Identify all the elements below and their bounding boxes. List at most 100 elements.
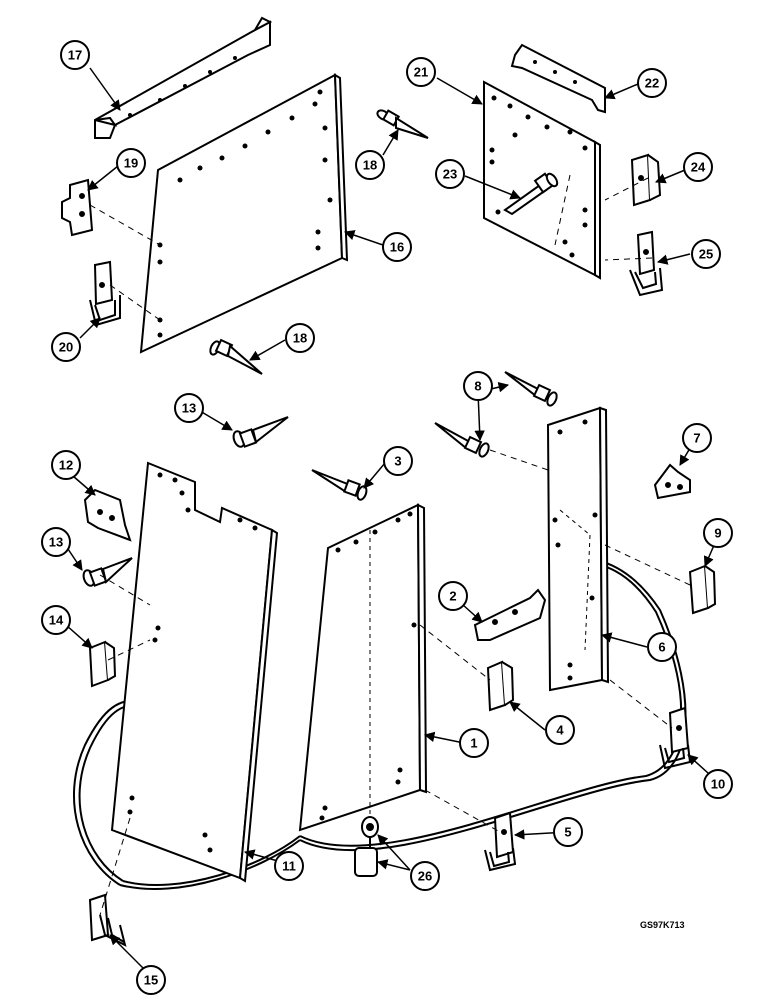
latch-20 bbox=[89, 260, 121, 327]
panel-6 bbox=[546, 406, 610, 692]
latch-5 bbox=[484, 811, 517, 872]
clip-9 bbox=[688, 564, 717, 615]
pin-3 bbox=[311, 469, 368, 501]
panel-16-holes bbox=[157, 89, 333, 338]
callout-label: 17 bbox=[68, 48, 82, 63]
panel-16 bbox=[139, 73, 349, 354]
callout-label: 26 bbox=[418, 869, 432, 884]
callout-label: 22 bbox=[645, 76, 659, 91]
bracket-7 bbox=[653, 463, 691, 500]
callout-label: 11 bbox=[282, 859, 296, 874]
callout-7: 7 bbox=[682, 423, 712, 453]
callout-label: 12 bbox=[59, 458, 73, 473]
clip-14 bbox=[88, 640, 117, 688]
callout-circle bbox=[51, 450, 81, 480]
callout-6: 6 bbox=[647, 632, 677, 662]
callout-circle bbox=[553, 817, 583, 847]
callout-22: 22 bbox=[637, 68, 667, 98]
latch-15 bbox=[88, 893, 127, 947]
callout-1: 1 bbox=[459, 728, 489, 758]
callout-circle bbox=[274, 851, 304, 881]
latch-25 bbox=[629, 230, 664, 297]
callout-label: 13 bbox=[182, 401, 196, 416]
clip-4 bbox=[486, 660, 515, 712]
callout-circle bbox=[463, 371, 493, 401]
callout-3: 3 bbox=[383, 446, 413, 476]
callout-label: 20 bbox=[59, 340, 73, 355]
cable-loop bbox=[73, 557, 687, 890]
callout-label: 5 bbox=[564, 825, 571, 840]
pin-8-lower bbox=[434, 422, 490, 458]
callout-circle bbox=[136, 965, 166, 995]
cable-clamp-26 bbox=[354, 816, 379, 877]
callout-circle bbox=[383, 446, 413, 476]
callout-4: 4 bbox=[545, 715, 575, 745]
callout-label: 7 bbox=[693, 431, 700, 446]
callout-circle bbox=[355, 150, 385, 180]
callout-18b: 18 bbox=[285, 323, 315, 353]
callout-label: 21 bbox=[414, 65, 428, 80]
callout-2: 2 bbox=[438, 581, 468, 611]
callout-bubbles: 1234567891011121313141516171818192021222… bbox=[41, 40, 733, 995]
callout-circle bbox=[60, 40, 90, 70]
callout-circle bbox=[51, 332, 81, 362]
callout-circle bbox=[410, 861, 440, 891]
callout-16: 16 bbox=[382, 232, 412, 262]
callout-circle bbox=[285, 323, 315, 353]
drawing-code: GS97K713 bbox=[640, 920, 685, 930]
pin-8-upper bbox=[504, 371, 558, 407]
bracket-22 bbox=[510, 43, 606, 114]
callout-label: 10 bbox=[711, 777, 725, 792]
callout-8: 8 bbox=[463, 371, 493, 401]
callout-14: 14 bbox=[41, 605, 71, 635]
callout-circle bbox=[41, 527, 71, 557]
callout-circle bbox=[116, 148, 146, 178]
callout-label: 8 bbox=[474, 379, 481, 394]
latch-10 bbox=[659, 706, 692, 770]
clip-24 bbox=[630, 153, 662, 207]
callout-label: 4 bbox=[556, 723, 564, 738]
callout-circle bbox=[682, 423, 712, 453]
callout-17: 17 bbox=[60, 40, 90, 70]
callout-label: 3 bbox=[394, 454, 401, 469]
callout-label: 6 bbox=[658, 640, 665, 655]
callout-circle bbox=[691, 239, 721, 269]
callout-label: 19 bbox=[124, 156, 138, 171]
callout-circle bbox=[637, 68, 667, 98]
callout-label: 2 bbox=[449, 589, 456, 604]
callout-18a: 18 bbox=[355, 150, 385, 180]
callout-circle bbox=[545, 715, 575, 745]
bracket-12 bbox=[83, 488, 132, 542]
callout-circle bbox=[703, 518, 733, 548]
callout-circle bbox=[406, 57, 436, 87]
callout-circle bbox=[683, 152, 713, 182]
pin-13-upper bbox=[232, 416, 289, 448]
callout-label: 25 bbox=[699, 247, 713, 262]
callout-circle bbox=[459, 728, 489, 758]
callout-13b: 13 bbox=[41, 527, 71, 557]
callout-label: 9 bbox=[714, 526, 721, 541]
panel-11 bbox=[110, 461, 279, 883]
callout-25: 25 bbox=[691, 239, 721, 269]
callout-15: 15 bbox=[136, 965, 166, 995]
callout-circle bbox=[438, 581, 468, 611]
alignment-lines bbox=[89, 174, 691, 916]
callout-circle bbox=[174, 393, 204, 423]
clip-19 bbox=[61, 178, 94, 237]
callout-label: 1 bbox=[470, 736, 477, 751]
callout-label: 15 bbox=[144, 973, 158, 988]
callout-label: 18 bbox=[363, 158, 377, 173]
callout-label: 24 bbox=[691, 160, 706, 175]
callout-label: 23 bbox=[443, 167, 457, 182]
callout-26: 26 bbox=[410, 861, 440, 891]
callout-21: 21 bbox=[406, 57, 436, 87]
callout-23: 23 bbox=[435, 159, 465, 189]
bracket-17 bbox=[94, 16, 273, 139]
bracket-2 bbox=[473, 588, 547, 641]
callout-24: 24 bbox=[683, 152, 713, 182]
callout-circle bbox=[435, 159, 465, 189]
callout-13a: 13 bbox=[174, 393, 204, 423]
callout-12: 12 bbox=[51, 450, 81, 480]
callout-label: 14 bbox=[49, 613, 64, 628]
